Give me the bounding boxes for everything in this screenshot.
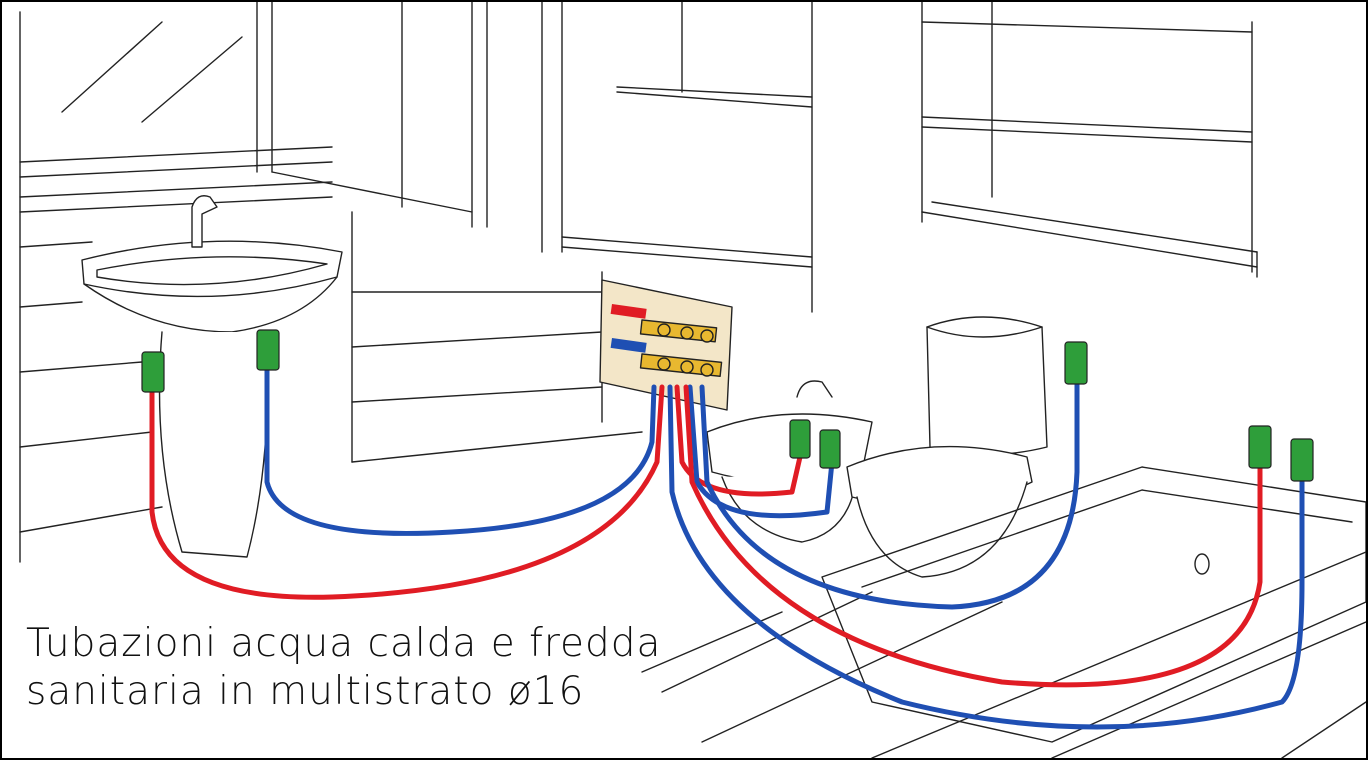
caption-line-2: sanitaria in multistrato ø16 [26, 669, 585, 714]
fitting-icon [256, 329, 280, 371]
bathtub-icon [821, 466, 1366, 743]
washbasin-icon [81, 240, 343, 558]
toilet-icon [846, 316, 1048, 578]
fitting-icon [1064, 341, 1088, 385]
caption-line-1: Tubazioni acqua calda e fredda [26, 621, 662, 666]
fitting-icon [789, 419, 811, 459]
faucet-icon [191, 195, 218, 248]
caption: Tubazioni acqua calda e fredda sanitaria… [26, 620, 661, 716]
fittings [141, 329, 1314, 482]
fitting-icon [819, 429, 841, 469]
room-structure [19, 2, 1366, 758]
fitting-icon [1290, 438, 1314, 482]
fitting-icon [1248, 425, 1272, 469]
manifold-icon [599, 279, 733, 411]
fitting-icon [141, 351, 165, 393]
pipes [149, 364, 1305, 730]
